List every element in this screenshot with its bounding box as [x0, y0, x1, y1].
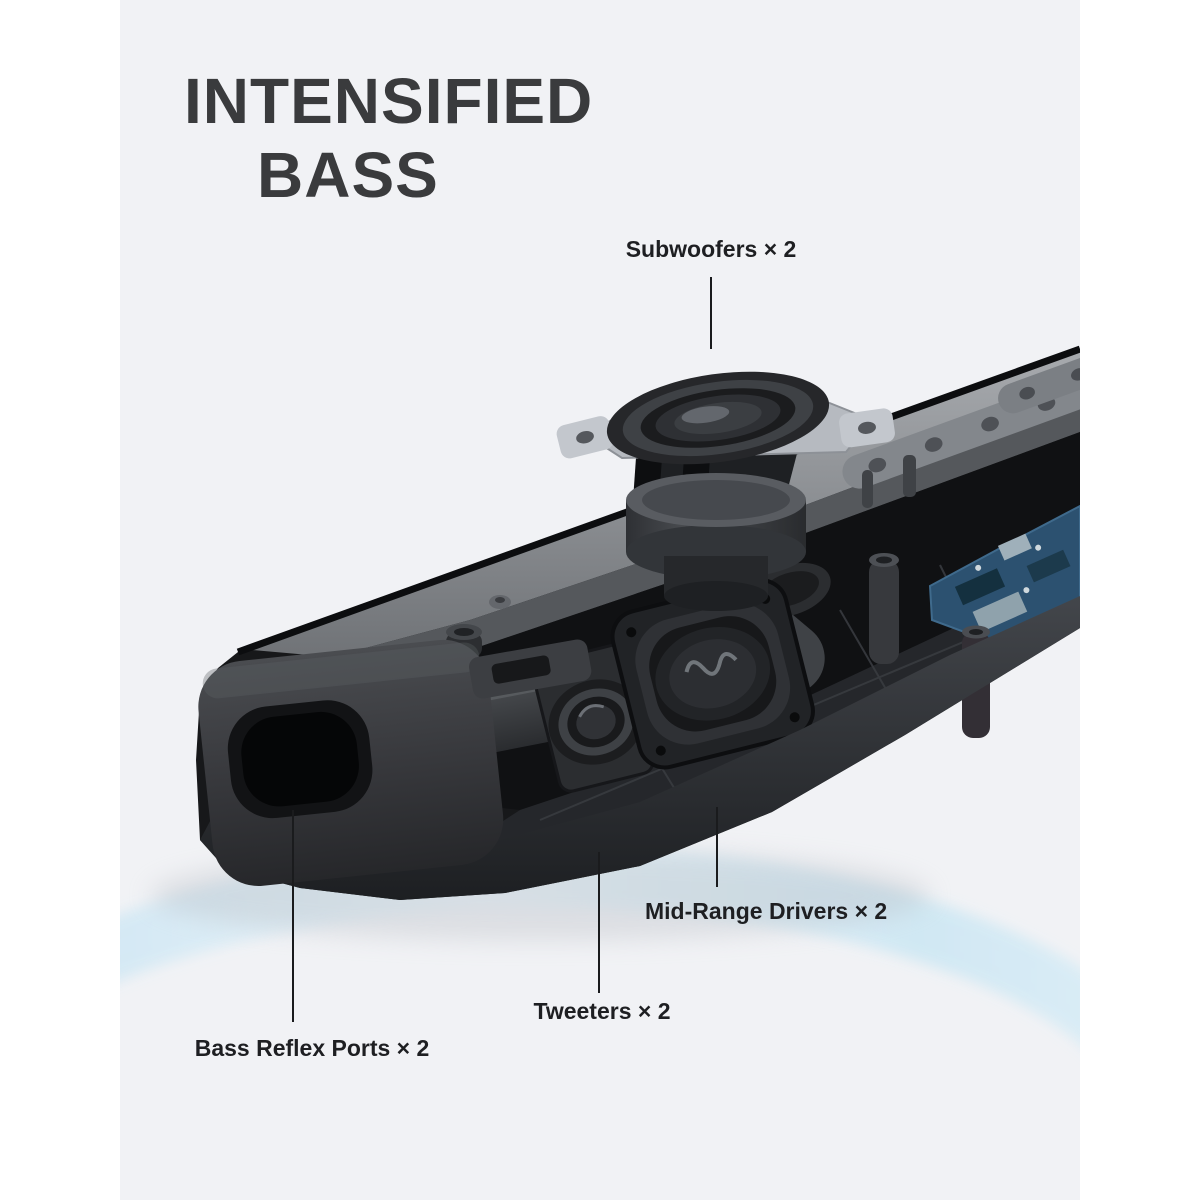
circuit-board: [928, 504, 1080, 642]
bass-reflex-port: [198, 639, 504, 886]
midrange-drivers-label: Mid-Range Drivers × 2: [645, 898, 888, 924]
mid-range-driver: [610, 578, 815, 770]
subwoofers-pointer-line: [710, 277, 712, 349]
page-title-line1: INTENSIFIED: [184, 65, 594, 137]
subwoofers-label: Subwoofers × 2: [625, 236, 797, 262]
subwoofer-driver: [556, 371, 895, 611]
cap-bracket: [469, 639, 592, 699]
bassports-pointer-line: [292, 810, 294, 1022]
tweeters-label: Tweeters × 2: [533, 998, 671, 1024]
frame-bracket-bar: [842, 351, 1080, 508]
tweeters-pointer-line: [598, 852, 600, 993]
bass-reflex-ports-label: Bass Reflex Ports × 2: [194, 1035, 430, 1061]
midrange-pointer-line: [716, 807, 718, 887]
page-title-line2: BASS: [257, 139, 439, 211]
